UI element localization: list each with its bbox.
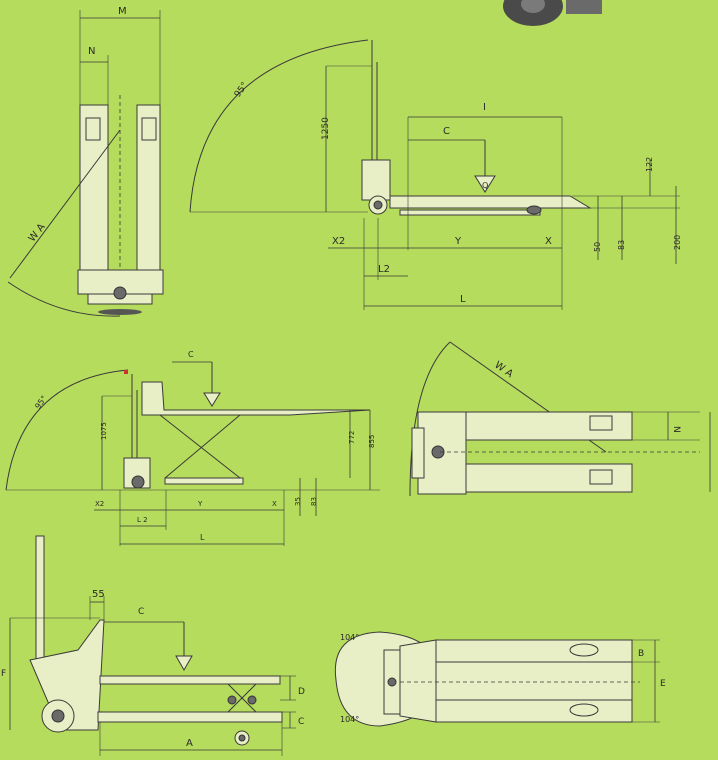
dim-e: E [660,679,666,689]
bottom-dim-c: C [138,607,144,617]
scissor-angle-95: 95° [33,394,49,411]
dim-l2: L2 [378,264,390,275]
dim-855: 855 [368,435,376,448]
dim-wa: W A [27,222,48,245]
dim-b: B [638,649,644,659]
dim-772: 772 [348,431,356,444]
dim-x: X [545,236,552,247]
dim-1075: 1075 [100,422,108,440]
side-view: 95° 1250 I C Q 50 83 122 200 [189,39,682,310]
dim-n: N [88,46,95,57]
dim-122: 122 [645,157,654,172]
scissor-dim-wa: W A [492,360,515,381]
scissor-dim-83: 83 [310,497,318,506]
dim-a: A [186,738,193,749]
scissor-side-view: 95° 1075 C 772 855 35 83 [5,350,380,546]
dim-35: 35 [294,497,302,506]
dim-1250: 1250 [321,117,331,140]
angle-95: 95° [233,81,250,100]
dim-55: 55 [92,589,105,600]
scissor-dim-l: L [200,533,205,542]
dim-d: D [298,687,305,697]
bottom-side-view: F 55 C D C [1,535,305,756]
bottom-top-view: 104° 104° B E [334,631,666,727]
dim-50: 50 [593,242,602,252]
scissor-dim-y: Y [197,500,203,508]
top-view: M N W A [7,6,164,317]
scissor-dim-l2: L 2 [137,516,148,524]
dim-x2: X2 [332,236,345,247]
wheel-graphic [503,0,602,26]
dim-c-lower: C [298,717,304,727]
angle-104-bottom: 104° [340,715,359,724]
dim-l: L [460,294,466,305]
dim-i: I [483,102,486,113]
load-q: Q [482,181,488,190]
scissor-dim-n: N [671,426,681,433]
scissor-top-view: W A N [409,341,711,497]
dim-y: Y [454,236,462,247]
dim-m: M [118,6,127,17]
scissor-dim-c: C [188,350,194,359]
dim-83: 83 [617,240,626,250]
scissor-dim-x2: X2 [95,500,104,508]
dim-c: C [443,126,450,137]
dim-f: F [1,669,6,679]
dim-200: 200 [673,235,682,250]
scissor-dim-x: X [272,500,277,508]
angle-104-top: 104° [340,633,359,642]
